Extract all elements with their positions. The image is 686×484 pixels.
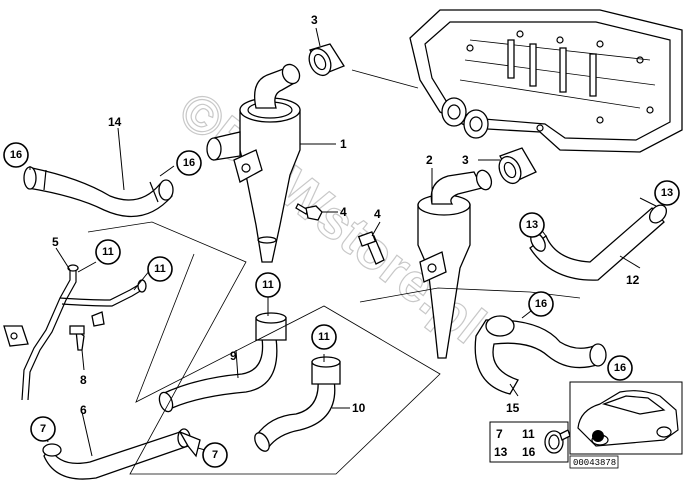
part-label-12: 12 (626, 273, 640, 287)
svg-text:13: 13 (661, 187, 673, 199)
part-label-6: 6 (80, 403, 87, 417)
svg-text:7: 7 (212, 449, 218, 461)
part-label-15: 15 (506, 401, 520, 415)
svg-text:16: 16 (10, 149, 22, 161)
callout-16-right-upper: 16 (528, 291, 554, 317)
seal-grommet-lower (498, 147, 537, 185)
part-label-3-upper: 3 (311, 13, 318, 27)
part-label-5: 5 (52, 235, 59, 249)
part-label-1: 1 (340, 137, 347, 151)
bolt-upper (295, 203, 323, 221)
part-label-8: 8 (80, 373, 87, 387)
seal-grommet-upper (308, 43, 345, 77)
callout-13-left: 13 (519, 212, 545, 238)
svg-text:11: 11 (262, 279, 274, 291)
callout-11-bracket: 11 (147, 256, 173, 282)
svg-text:13: 13 (526, 219, 538, 231)
callout-11-hose-9: 11 (255, 272, 281, 298)
svg-text:11: 11 (318, 331, 330, 343)
diagram-code: 00043878 (573, 458, 616, 468)
part-label-4-upper: 4 (340, 205, 347, 219)
hose-clamp-icon (544, 429, 571, 454)
part-label-14: 14 (108, 115, 122, 129)
svg-text:7: 7 (40, 423, 46, 435)
pipe-5 (3, 264, 147, 401)
callout-16-left: 16 (3, 142, 29, 168)
svg-text:16: 16 (614, 362, 626, 374)
assembly-outline (87, 69, 581, 475)
hose-14 (23, 166, 174, 218)
callout-7-left: 7 (30, 416, 56, 442)
part-label-3-lower: 3 (462, 153, 469, 167)
oil-separator-right (417, 169, 493, 359)
hose-15 (474, 315, 607, 395)
clamp-legend: 7 11 13 16 (489, 421, 571, 463)
oil-separator-left (206, 63, 301, 263)
svg-text:11: 11 (102, 246, 114, 258)
clamp-legend-item: 16 (522, 445, 536, 459)
part-label-9: 9 (230, 349, 237, 363)
bolt-small (69, 325, 85, 351)
part-label-10: 10 (352, 401, 366, 415)
cylinder-head-cover (409, 9, 683, 153)
hose-9 (158, 312, 287, 413)
svg-text:11: 11 (154, 263, 166, 275)
svg-text:16: 16 (535, 298, 547, 310)
callout-16-right-lower: 16 (607, 355, 633, 381)
hose-6 (42, 428, 201, 480)
callout-11-pipe: 11 (95, 239, 121, 265)
bolt-lower (357, 231, 385, 265)
vehicle-locator-inset: 00043878 (569, 381, 683, 469)
clamp-legend-item: 7 (496, 427, 503, 441)
clamp-legend-item: 13 (494, 445, 508, 459)
svg-text:16: 16 (183, 157, 195, 169)
part-label-2: 2 (426, 153, 433, 167)
callout-7-right: 7 (202, 442, 228, 468)
clamp-legend-item: 11 (522, 427, 535, 441)
hose-12 (529, 204, 668, 281)
location-marker (592, 430, 604, 442)
callout-16-mid: 16 (176, 150, 202, 176)
hose-10 (254, 356, 341, 452)
callout-11-hose-10: 11 (311, 324, 337, 350)
part-label-4-lower: 4 (374, 207, 381, 221)
callout-13-right: 13 (654, 180, 680, 206)
